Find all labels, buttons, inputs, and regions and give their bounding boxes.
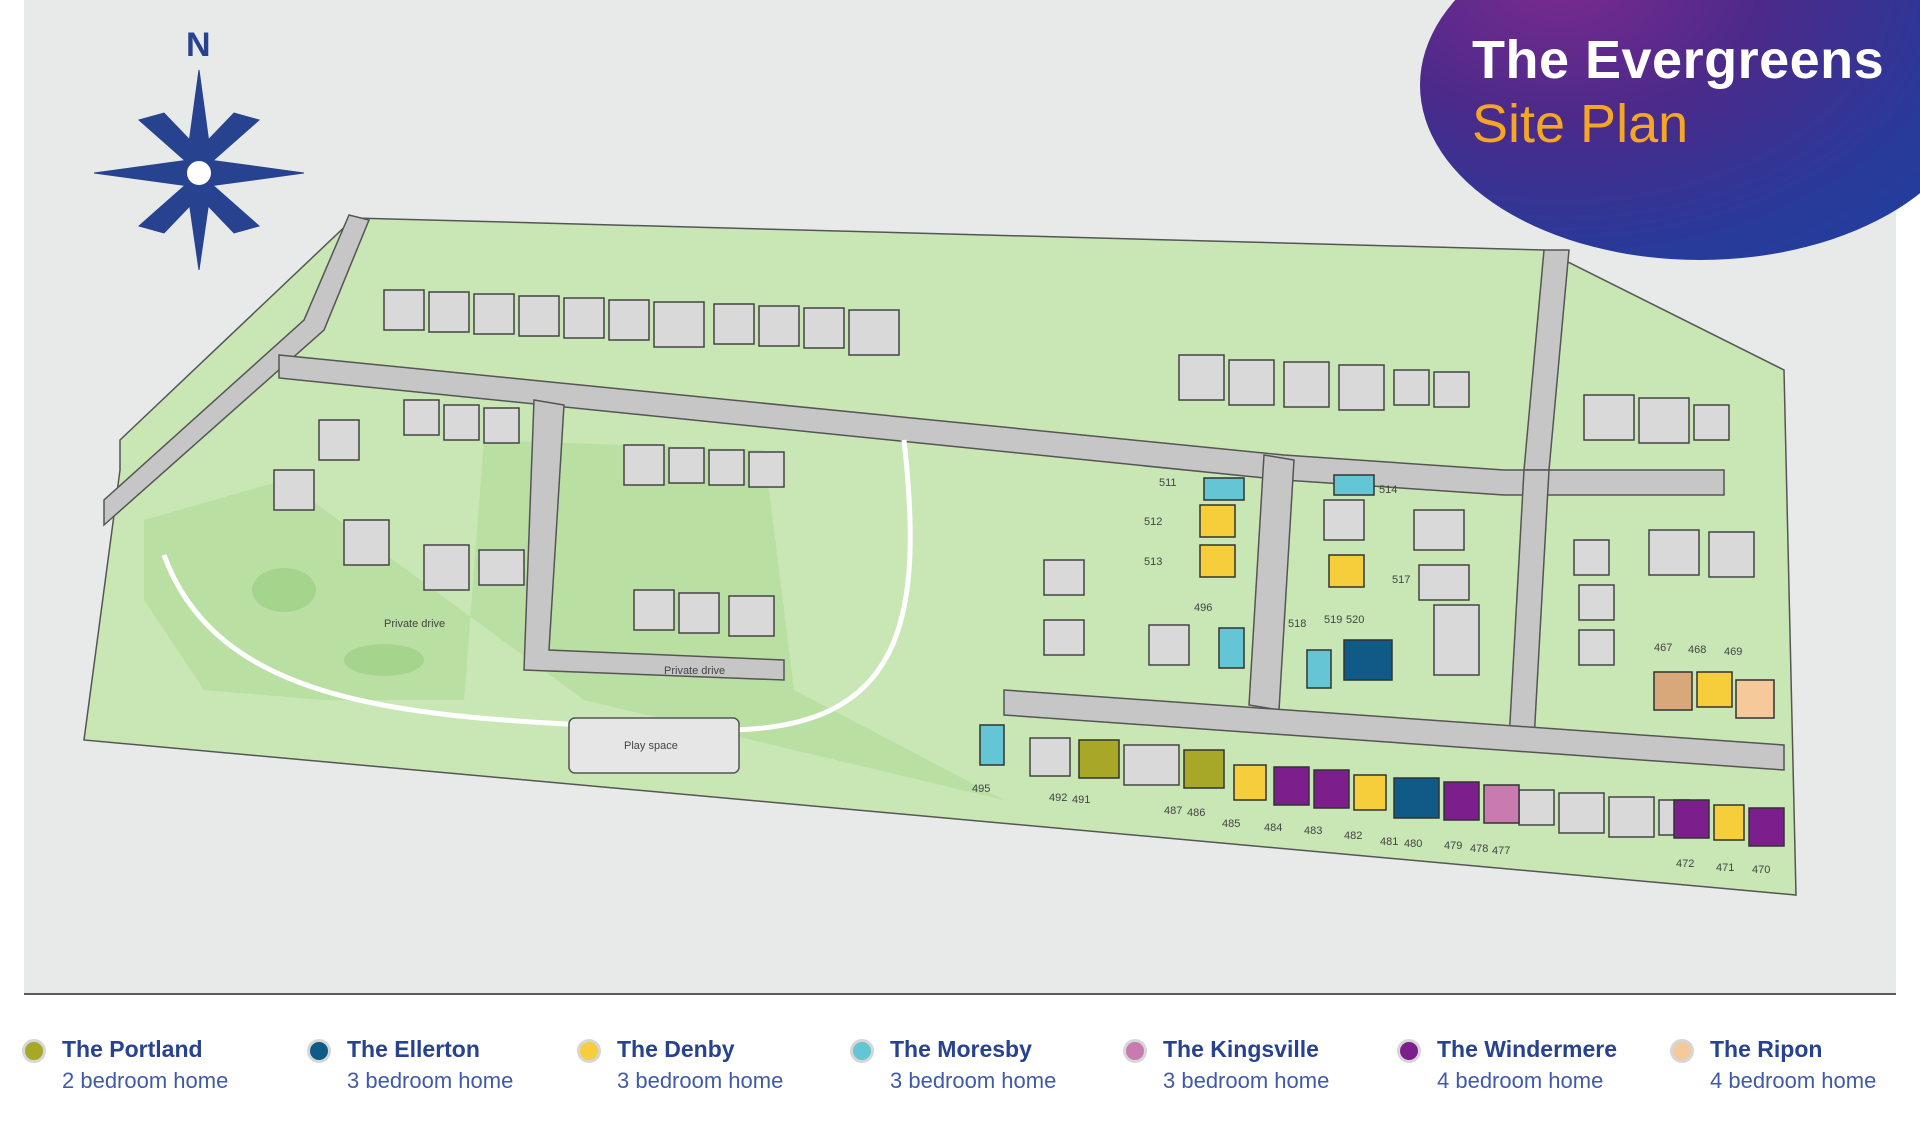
legend-item-name: The Denby — [617, 1036, 735, 1062]
plot-number: 514 — [1379, 484, 1398, 496]
legend-swatch — [1670, 1039, 1694, 1063]
legend-swatch — [22, 1039, 46, 1063]
compass-north-label: N — [186, 26, 211, 64]
west-loop-road — [523, 399, 785, 681]
house-row-north — [383, 289, 1730, 444]
legend-swatch — [577, 1039, 601, 1063]
plot-number: 469 — [1724, 646, 1743, 658]
legend-swatch — [850, 1039, 874, 1063]
play-space-label: Play space — [624, 740, 678, 752]
plot-number: 496 — [1194, 602, 1213, 614]
page-title: The Evergreens Site Plan — [1472, 28, 1884, 156]
plot-number: 471 — [1716, 862, 1735, 874]
plot-number: 477 — [1492, 845, 1511, 857]
spine-road — [278, 354, 1725, 496]
legend-item-desc: 2 bedroom home — [62, 1068, 229, 1093]
plot-number: 511 — [1159, 477, 1177, 489]
private-drive-label: Private drive — [384, 618, 446, 630]
plot-number: 467 — [1654, 642, 1673, 654]
legend-item-desc: 3 bedroom home — [890, 1068, 1057, 1093]
plot-number: 468 — [1688, 644, 1707, 656]
title-main: The Evergreens — [1472, 30, 1885, 90]
legend-item-name: The Kingsville — [1163, 1036, 1319, 1062]
plot-number: 482 — [1344, 830, 1363, 842]
legend-swatch — [307, 1039, 331, 1063]
plot-number: 470 — [1752, 864, 1771, 876]
legend-item-name: The Ripon — [1710, 1036, 1823, 1062]
plot-number: 480 — [1404, 838, 1423, 850]
site-plan-drawing — [83, 214, 1797, 896]
legend-item-desc: 3 bedroom home — [1163, 1068, 1330, 1093]
plot-number: 520 — [1346, 614, 1365, 626]
plot-number: 472 — [1676, 858, 1695, 870]
plot-number: 478 — [1470, 843, 1489, 855]
plot-number: 519 — [1324, 614, 1343, 626]
pond-patch-2 — [344, 644, 424, 676]
plot-number: 487 — [1164, 805, 1183, 817]
legend-item-desc: 4 bedroom home — [1437, 1068, 1604, 1093]
plot-number: 491 — [1072, 794, 1091, 806]
south-road — [1003, 689, 1785, 771]
plot-number: 486 — [1187, 807, 1206, 819]
legend-divider — [24, 993, 1896, 995]
play-space-area — [568, 717, 740, 774]
legend-item-name: The Windermere — [1437, 1036, 1618, 1062]
legend-item-desc: 3 bedroom home — [617, 1068, 784, 1093]
plot-number: 518 — [1288, 618, 1307, 630]
plot-number: 513 — [1144, 556, 1163, 568]
plot-number: 481 — [1380, 836, 1399, 848]
plot-number: 485 — [1222, 818, 1241, 830]
private-drive-label: Private drive — [664, 665, 726, 677]
plot-number: 479 — [1444, 840, 1463, 852]
coloured-plots — [979, 474, 1785, 847]
plot-number: 512 — [1144, 516, 1163, 528]
legend-item-name: The Portland — [62, 1036, 203, 1062]
house-type-legend: The Portland 2 bedroom home The Ellerton… — [22, 1036, 1902, 1116]
plot-number: 495 — [972, 783, 991, 795]
compass-rose-icon — [94, 69, 304, 270]
plot-number: 484 — [1264, 822, 1283, 834]
legend-swatch — [1397, 1039, 1421, 1063]
pond-patch-1 — [252, 568, 316, 612]
plot-number: 492 — [1049, 792, 1068, 804]
access-road — [103, 214, 371, 527]
house-blocks-interior — [273, 399, 1755, 676]
legend-item-name: The Moresby — [890, 1036, 1032, 1062]
legend-item-name: The Ellerton — [347, 1036, 480, 1062]
open-space — [144, 440, 1004, 800]
legend-item-desc: 4 bedroom home — [1710, 1068, 1877, 1093]
plot-number: 517 — [1392, 574, 1411, 586]
plot-number: 483 — [1304, 825, 1323, 837]
legend-item-desc: 3 bedroom home — [347, 1068, 514, 1093]
legend-swatch — [1123, 1039, 1147, 1063]
title-subtitle: Site Plan — [1472, 94, 1689, 154]
